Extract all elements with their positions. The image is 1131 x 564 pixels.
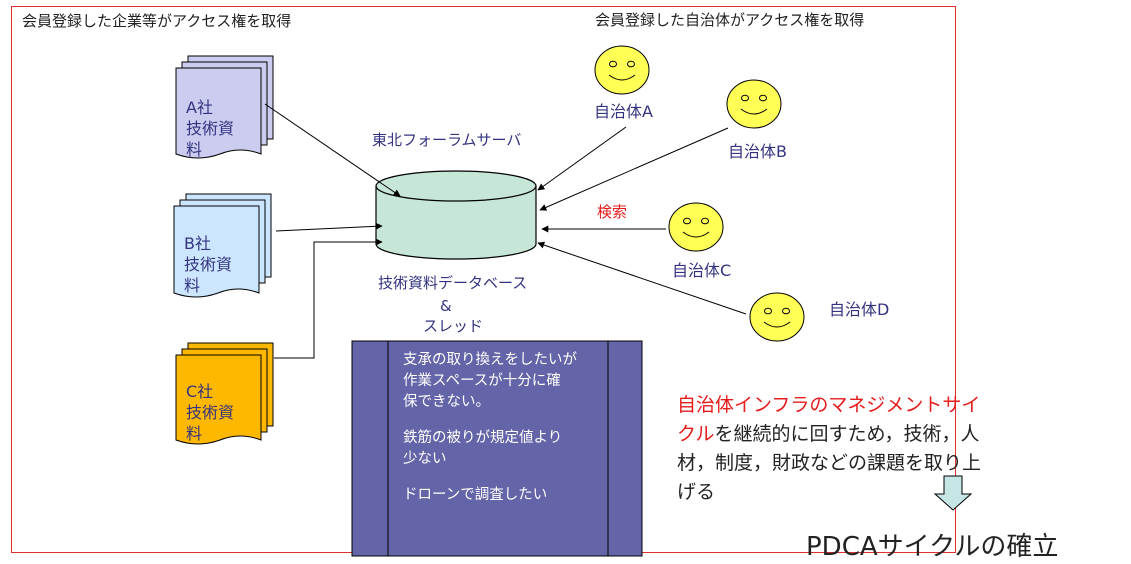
municipality-a-label: 自治体A [594, 102, 653, 121]
company-access-label: 会員登録した企業等がアクセス権を取得 [22, 12, 292, 30]
arrow-municipality-a [537, 126, 627, 191]
document-stack-a [175, 55, 274, 159]
municipality-b-face-icon [726, 79, 782, 129]
municipality-d-face-icon [749, 292, 805, 342]
arrow-municipality-d [537, 241, 747, 315]
municipality-b-label: 自治体B [728, 142, 787, 161]
municipality-a-face-icon [594, 45, 650, 95]
database-cylinder [375, 170, 537, 260]
municipality-c-label: 自治体C [672, 261, 732, 280]
municipality-d-label: 自治体D [829, 300, 890, 319]
arrow-doc-b [275, 222, 383, 232]
pdca-label: PDCAサイクルの確立 [806, 532, 1059, 562]
arrow-municipality-b [539, 127, 729, 211]
server-title: 東北フォーラムサーバ [372, 131, 522, 149]
down-arrow-icon [933, 475, 973, 511]
arrow-doc-c [274, 238, 383, 359]
thread-panel [351, 340, 643, 557]
description-rest: を継続的に回すため，技術，人材，制度，財政などの課題を取り上げる [677, 423, 982, 503]
document-b-label: B社 技術資 料 [184, 234, 233, 295]
thread-post: 鉄筋の被りが規定値より 少ない [403, 430, 563, 467]
description-text: 自治体インフラのマネジメントサイクルを継続的に回すため，技術，人材，制度，財政な… [677, 391, 997, 507]
thread-post: ドローンで調査したい [403, 487, 548, 503]
database-label: 技術資料データベース [378, 274, 528, 292]
municipality-access-label: 会員登録した自治体がアクセス権を取得 [595, 11, 865, 29]
pdca-connector-line [778, 552, 800, 553]
description-highlight: 自治体インフラのマネジメントサイクル [677, 394, 981, 445]
document-stack-b [173, 193, 272, 298]
document-c-label: C社 技術資 料 [186, 382, 235, 443]
municipality-c-face-icon [668, 202, 724, 252]
document-stack-c [175, 342, 274, 445]
document-a-label: A社 技術資 料 [186, 98, 235, 159]
arrow-doc-a [264, 103, 401, 197]
thread-post: 支承の取り換えをしたいが 作業スペースが十分に確 保できない。 [403, 352, 577, 410]
search-label: 検索 [597, 203, 628, 221]
database-label-ampersand: & [440, 297, 452, 315]
thread-posts: 支承の取り換えをしたいが 作業スペースが十分に確 保できない。 鉄筋の被りが規定… [403, 350, 613, 521]
thread-label: スレッド [423, 317, 484, 335]
